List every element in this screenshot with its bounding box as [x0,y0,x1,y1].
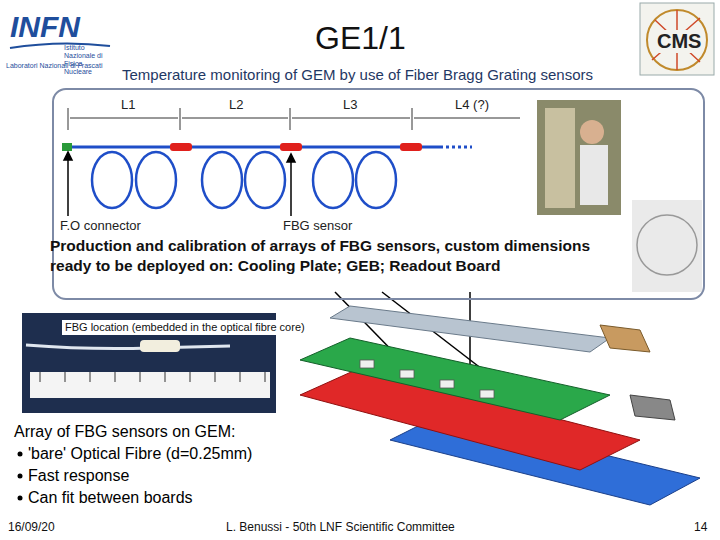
note-item: Fast response [28,467,129,485]
hv-divider [630,395,675,420]
fibre-coil [637,215,697,275]
part-label: FBG sensor [283,219,352,234]
slide-title: GE1/1 [315,20,406,57]
optical-fibre [66,146,440,149]
cooling-plate [300,338,610,420]
lab-photo-coat [580,145,608,205]
length-label: L1 [118,98,138,113]
drift-board [330,306,610,352]
bullet [18,496,23,501]
footer-author: L. Benussi - 50th LNF Scientific Committ… [226,521,455,535]
cooling-pads [360,360,494,398]
pointer-arrows [64,152,295,216]
lab-photo [537,100,621,215]
lab-photo-detail [545,108,575,208]
fibre-photo-fibre [26,345,230,349]
optohybrid [600,325,650,352]
part-label: F.O connector [60,219,141,234]
fibre-loops [92,152,396,208]
note-item: Can fit between boards [28,489,193,507]
note-item: 'bare' Optical Fibre (d=0.25mm) [28,445,252,463]
page-number: 14 [694,521,707,535]
lab-photo-person [580,120,604,144]
fbg-sensor [280,143,302,151]
panel-text: Production and calibration of arrays of … [50,236,625,276]
length-label: L2 [226,98,246,113]
bullet [18,474,23,479]
logo-text: INFN [10,10,80,45]
photo-caption: FBG location (embedded in the optical fi… [62,320,308,335]
logo-swoosh [10,43,110,48]
ruler [30,372,270,398]
cms-logo-ring [647,10,707,70]
bullet [18,452,23,457]
length-label: L4 (?) [452,98,492,113]
logo-subtext: Laboratori Nazionali di Frascati [6,62,103,70]
logo-text: CMS [655,30,703,53]
fibre-photo-sleeve [140,340,180,352]
logo-subtext: Istituto Nazionale di Fisica Nucleare [64,44,112,76]
fbg-sensor [170,143,192,151]
fbg-sensor [400,143,422,151]
fibre-connector [62,143,72,151]
ruler-ticks [40,372,265,382]
footer-date: 16/09/20 [8,521,55,535]
slide-subtitle: Temperature monitoring of GEM by use of … [122,66,593,83]
cms-logo [640,3,714,75]
fibre-continuation [440,146,472,149]
length-label: L3 [340,98,360,113]
wafer-photo [632,200,702,292]
rounded-panel: Production and calibration of arrays of … [52,88,705,300]
note-heading: Array of FBG sensors on GEM: [14,423,235,441]
